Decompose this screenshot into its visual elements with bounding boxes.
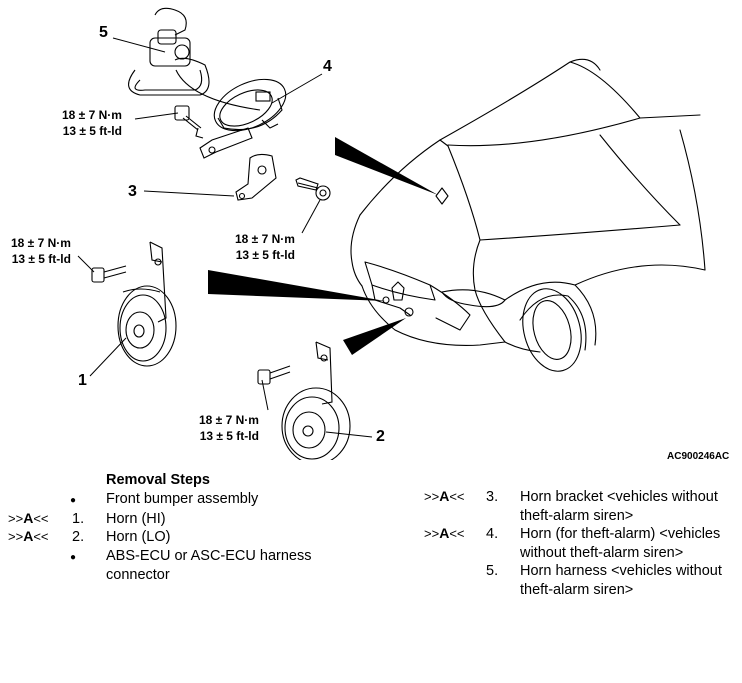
step-number: 4. — [486, 526, 499, 542]
callout-3: 3 — [128, 183, 137, 200]
torque-nm: 18 ± 7 N·m — [235, 232, 295, 246]
torque-ftlb: 13 ± 5 ft-ld — [11, 252, 71, 266]
car-outline — [350, 58, 706, 372]
step-front-bumper: Front bumper assembly — [106, 491, 259, 507]
callout-1: 1 — [78, 372, 87, 389]
bullet-icon: ● — [70, 552, 77, 563]
callout-2: 2 — [376, 428, 385, 445]
horn-bracket-part — [199, 127, 277, 201]
step-horn-bracket: Horn bracket <vehicles without theft-ala… — [520, 489, 718, 524]
horn-lo-part — [281, 341, 351, 460]
step-ecu-connector: ABS-ECU or ASC-ECU harness connector — [106, 548, 312, 583]
leader-lines — [77, 37, 373, 438]
torque-nm: 18 ± 7 N·m — [199, 413, 259, 427]
torque-label-upper-left: 18 ± 7 N·m 13 ± 5 ft-ld — [62, 107, 122, 139]
step-horn-lo: Horn (LO) — [106, 529, 171, 545]
pointer-wedges — [208, 137, 438, 355]
step-theft-alarm-horn: Horn (for theft-alarm) <vehicles without… — [520, 526, 721, 561]
step-number: 5. — [486, 563, 499, 579]
bolt-parts — [91, 105, 331, 385]
torque-ftlb: 13 ± 5 ft-ld — [62, 124, 122, 138]
step-number: 1. — [72, 511, 85, 527]
exploded-view-diagram — [77, 7, 706, 460]
service-tag-a: >>A<< — [424, 525, 465, 541]
horn-harness-part — [128, 7, 261, 111]
theft-alarm-horn-part — [213, 78, 287, 132]
bullet-icon: ● — [70, 495, 77, 506]
torque-label-lower: 18 ± 7 N·m 13 ± 5 ft-ld — [199, 412, 259, 444]
step-number: 3. — [486, 489, 499, 505]
torque-nm: 18 ± 7 N·m — [11, 236, 71, 250]
torque-ftlb: 13 ± 5 ft-ld — [235, 248, 295, 262]
service-tag-a: >>A<< — [8, 510, 49, 526]
service-tag-a: >>A<< — [424, 488, 465, 504]
callout-4: 4 — [323, 58, 332, 75]
torque-label-left: 18 ± 7 N·m 13 ± 5 ft-ld — [11, 235, 71, 267]
torque-label-center: 18 ± 7 N·m 13 ± 5 ft-ld — [235, 231, 295, 263]
step-horn-harness: Horn harness <vehicles without theft-ala… — [520, 563, 722, 598]
step-number: 2. — [72, 529, 85, 545]
torque-ftlb: 13 ± 5 ft-ld — [199, 429, 259, 443]
removal-steps-heading: Removal Steps — [106, 472, 210, 488]
service-tag-a: >>A<< — [8, 528, 49, 544]
figure-reference-code: AC900246AC — [667, 451, 730, 462]
step-horn-hi: Horn (HI) — [106, 511, 166, 527]
callout-5: 5 — [99, 24, 108, 41]
torque-nm: 18 ± 7 N·m — [62, 108, 122, 122]
horn-hi-part — [117, 241, 177, 367]
